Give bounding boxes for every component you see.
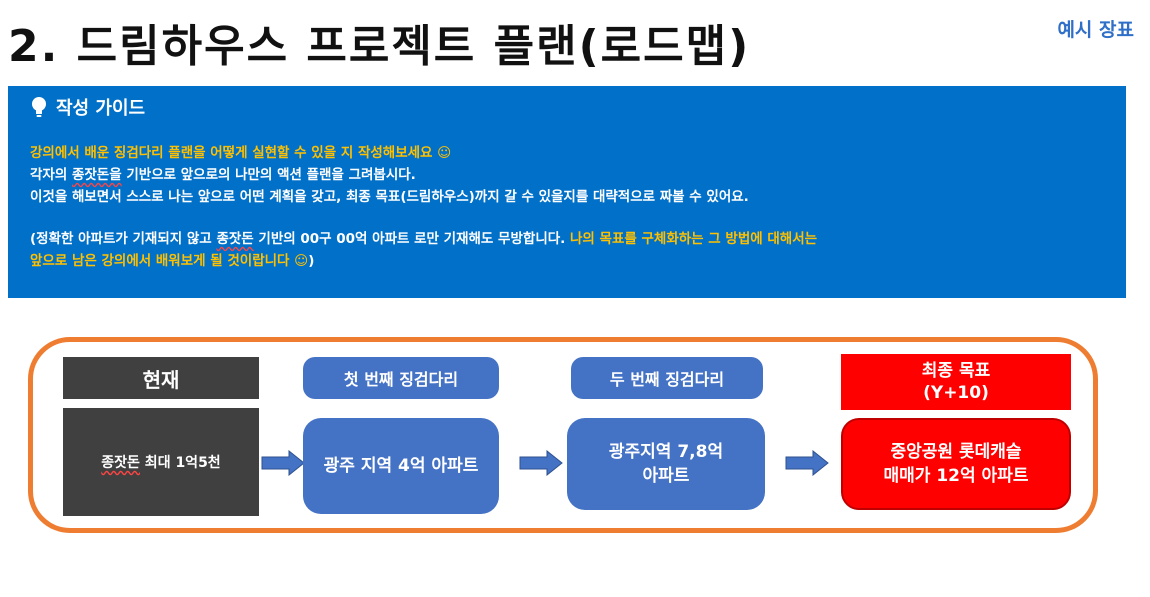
guide-line-1: 강의에서 배운 징검다리 플랜을 어떻게 실현할 수 있을 지 작성해보세요 ☺: [30, 145, 452, 161]
goal-body: 중앙공원 롯데캐슬 매매가 12억 아파트: [841, 418, 1071, 510]
guide-line-3: 이것을 해보면서 스스로 나는 앞으로 어떤 계획을 갖고, 최종 목표(드림하…: [30, 189, 749, 205]
roadmap-frame: 현재 종잣돈 최대 1억5천 첫 번째 징검다리 광주 지역 4억 아파트 두 …: [28, 337, 1098, 533]
guide-heading-text: 작성 가이드: [56, 98, 146, 119]
guide-line-2: 각자의 종잣돈을 기반으로 앞으로의 나만의 액션 플랜을 그려봅시다.: [30, 164, 1104, 186]
lightbulb-icon: [32, 97, 46, 117]
guide-line-4-pre: (정확한 아파트가 기재되지 않고: [30, 231, 217, 247]
guide-line-5-close: ): [308, 253, 315, 269]
arrow-right-icon: [519, 450, 563, 476]
guide-line-2-underlined: 종잣돈을: [71, 167, 122, 183]
goal-body-line1: 중앙공원 롯데캐슬: [890, 442, 1022, 462]
current-body-underlined: 종잣돈: [101, 455, 140, 471]
guide-line-4-highlight: 나의 목표를 구체화하는 그 방법에 대해서는: [565, 231, 818, 247]
guide-line-4-post: 기반의 00구 00억 아파트 로만 기재해도 무방합니다.: [253, 231, 566, 247]
goal-header: 최종 목표 (Y+10): [841, 354, 1071, 410]
guide-panel: 작성 가이드 강의에서 배운 징검다리 플랜을 어떻게 실현할 수 있을 지 작…: [8, 86, 1126, 298]
guide-line-2-post: 기반으로 앞으로의 나만의 액션 플랜을 그려봅시다.: [121, 167, 416, 183]
current-body-text: 최대 1억5천: [139, 455, 221, 471]
guide-line-4: (정확한 아파트가 기재되지 않고 종잣돈 기반의 00구 00억 아파트 로만…: [30, 228, 1104, 250]
example-badge: 예시 장표: [1057, 19, 1134, 41]
goal-body-line2: 매매가 12억 아파트: [883, 466, 1029, 486]
step2-header: 두 번째 징검다리: [571, 357, 763, 399]
step2-body-line1: 광주지역 7,8억: [608, 442, 724, 462]
guide-line-2-pre: 각자의: [30, 167, 72, 183]
step2-body: 광주지역 7,8억 아파트: [567, 418, 765, 510]
step2-body-line2: 아파트: [642, 466, 690, 486]
page-title: 2. 드림하우스 프로젝트 플랜(로드맵): [8, 21, 751, 72]
step1-body: 광주 지역 4억 아파트: [303, 418, 499, 514]
goal-header-line2: (Y+10): [923, 383, 989, 403]
arrow-right-icon: [785, 450, 829, 476]
arrow-right-icon: [261, 450, 305, 476]
goal-header-line1: 최종 목표: [921, 361, 991, 381]
guide-line-5-highlight: 앞으로 남은 강의에서 배워보게 될 것이랍니다 ☺: [30, 253, 309, 269]
guide-line-5: 앞으로 남은 강의에서 배워보게 될 것이랍니다 ☺): [30, 250, 1104, 272]
current-body: 종잣돈 최대 1억5천: [63, 408, 259, 516]
step1-header: 첫 번째 징검다리: [303, 357, 499, 399]
guide-heading: 작성 가이드: [30, 94, 1104, 120]
guide-line-4-underlined: 종잣돈: [216, 231, 254, 247]
current-header: 현재: [63, 357, 259, 399]
